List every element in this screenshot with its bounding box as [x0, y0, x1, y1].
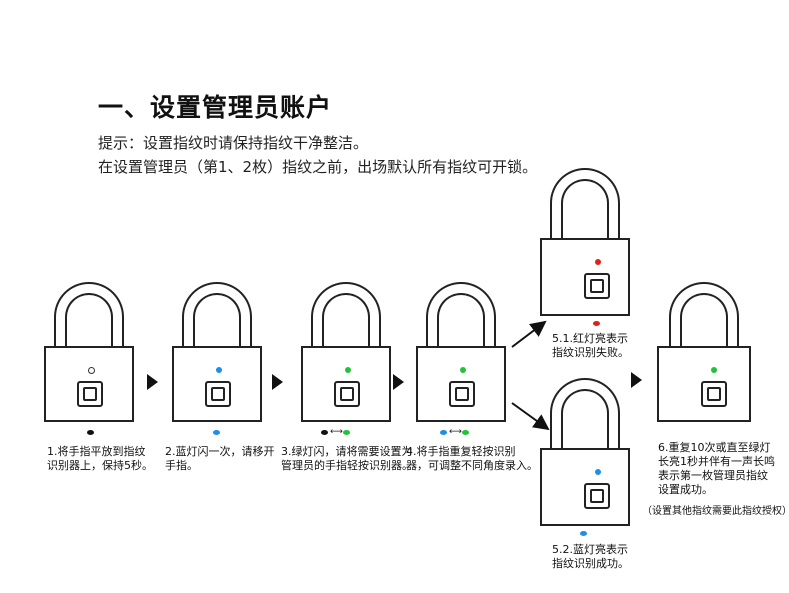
caption-step-6-authorization: （设置其他指纹需要此指纹授权）	[642, 505, 789, 519]
shackle	[550, 378, 620, 452]
shackle	[311, 282, 381, 348]
fingerprint-sensor-icon	[205, 381, 231, 407]
caption-line: 2.蓝灯闪一次，请移开	[165, 445, 275, 458]
caption-line: 识别器上，保持5秒。	[47, 459, 153, 472]
caption-line: 3.绿灯闪，请将需要设置为	[281, 445, 413, 458]
mini-led-blue	[213, 430, 220, 435]
next-arrow-icon	[272, 374, 283, 390]
lock-step-5-1	[540, 168, 630, 316]
caption-step-2: 2.蓝灯闪一次，请移开 手指。	[165, 445, 275, 473]
mini-arrow-icon: ⟷	[330, 427, 343, 437]
caption-line: （设置其他指纹需要此指纹授权）	[642, 506, 789, 517]
lock-body	[540, 448, 630, 526]
mini-led-red	[593, 321, 600, 326]
led-green-indicator	[345, 367, 351, 373]
caption-line: 指纹识别成功。	[552, 557, 629, 570]
shackle	[669, 282, 739, 348]
shackle	[550, 168, 620, 242]
next-arrow-icon	[631, 372, 642, 388]
mini-led-blue	[440, 430, 447, 435]
lock-step-4	[416, 282, 506, 422]
caption-line: 手指。	[165, 459, 198, 472]
caption-line: 器，可调整不同角度录入。	[406, 459, 538, 472]
caption-line: 长亮1秒并伴有一声长鸣	[658, 455, 775, 468]
mini-led-black	[87, 430, 94, 435]
caption-step-5-2: 5.2.蓝灯亮表示 指纹识别成功。	[552, 543, 629, 571]
lock-step-2	[172, 282, 262, 422]
mini-led-blue	[580, 531, 587, 536]
caption-line: 指纹识别失败。	[552, 346, 629, 359]
caption-line: 1.将手指平放到指纹	[47, 445, 146, 458]
fingerprint-sensor-icon	[334, 381, 360, 407]
lock-step-1	[44, 282, 134, 422]
lock-body	[172, 346, 262, 422]
caption-line: 5.2.蓝灯亮表示	[552, 543, 628, 556]
caption-step-5-1: 5.1.红灯亮表示 指纹识别失败。	[552, 332, 629, 360]
fingerprint-sensor-icon	[701, 381, 727, 407]
fingerprint-sensor-icon	[77, 381, 103, 407]
caption-step-3: 3.绿灯闪，请将需要设置为 管理员的手指轻按识别器。	[281, 445, 413, 473]
led-blue-indicator	[216, 367, 222, 373]
shackle	[426, 282, 496, 348]
caption-step-6: 6.重复10次或直至绿灯 长亮1秒并伴有一声长鸣 表示第一枚管理员指纹 设置成功…	[658, 441, 775, 497]
caption-line: 4.将手指重复轻按识别	[406, 445, 516, 458]
next-arrow-icon	[147, 374, 158, 390]
shackle	[54, 282, 124, 348]
fingerprint-sensor-icon	[449, 381, 475, 407]
caption-line: 表示第一枚管理员指纹	[658, 469, 768, 482]
fingerprint-sensor-icon	[584, 483, 610, 509]
caption-line: 5.1.红灯亮表示	[552, 332, 628, 345]
mini-led-green	[462, 430, 469, 435]
led-green-indicator	[460, 367, 466, 373]
caption-line: 管理员的手指轻按识别器。	[281, 459, 413, 472]
mini-led-green	[343, 430, 350, 435]
next-arrow-icon	[393, 374, 404, 390]
branch-arrow-down	[511, 402, 550, 431]
lock-body	[301, 346, 391, 422]
tip-line: 提示：设置指纹时请保持指纹干净整洁。	[98, 134, 369, 152]
lock-body	[416, 346, 506, 422]
lock-body	[657, 346, 751, 422]
led-green-indicator	[711, 367, 717, 373]
caption-step-1: 1.将手指平放到指纹 识别器上，保持5秒。	[47, 445, 153, 473]
default-note-line: 在设置管理员（第1、2枚）指纹之前，出场默认所有指纹可开锁。	[98, 158, 538, 176]
caption-line: 设置成功。	[658, 483, 713, 496]
lock-body	[540, 238, 630, 316]
page-title: 一、设置管理员账户	[98, 93, 333, 122]
caption-step-4: 4.将手指重复轻按识别 器，可调整不同角度录入。	[406, 445, 538, 473]
lock-step-3	[301, 282, 391, 422]
mini-arrow-icon: ⟷	[449, 427, 462, 437]
lock-step-5-2	[540, 378, 630, 526]
led-blue-indicator	[595, 469, 601, 475]
shackle	[182, 282, 252, 348]
led-off-indicator	[88, 367, 95, 374]
branch-arrow-up	[511, 320, 547, 348]
lock-step-6	[657, 282, 751, 422]
mini-led-black	[321, 430, 328, 435]
caption-line: 6.重复10次或直至绿灯	[658, 441, 771, 454]
led-red-indicator	[595, 259, 601, 265]
fingerprint-sensor-icon	[584, 273, 610, 299]
lock-body	[44, 346, 134, 422]
